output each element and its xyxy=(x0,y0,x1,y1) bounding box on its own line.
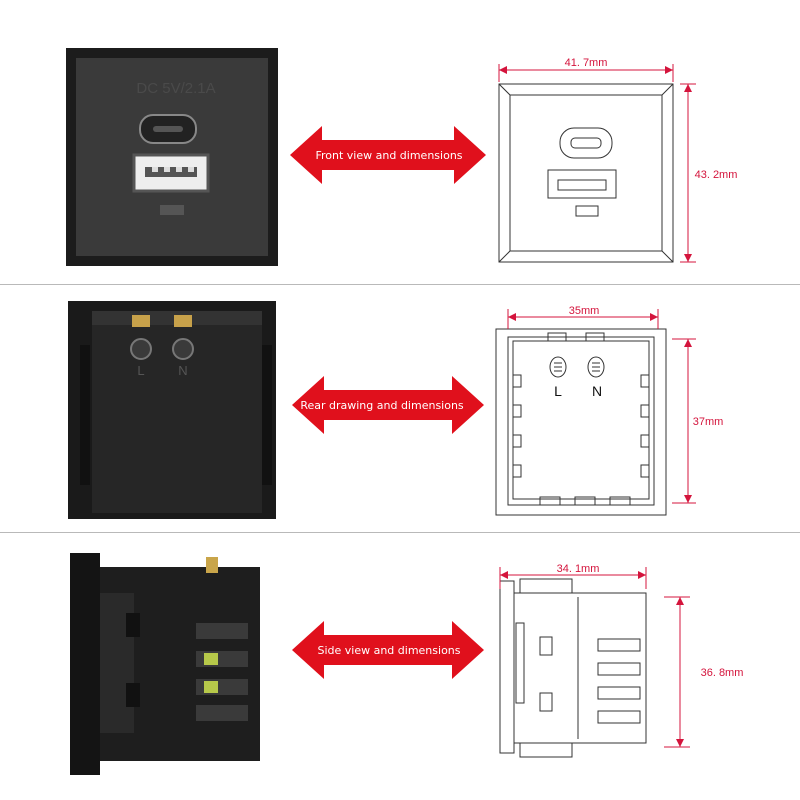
rear-drawing-terminal-n: N xyxy=(592,383,602,399)
section-divider xyxy=(0,284,800,285)
rear-photo-terminal-l: L xyxy=(137,363,144,378)
side-height-dimension: 36. 8mm xyxy=(664,596,744,748)
rear-view-arrow: Rear drawing and dimensions xyxy=(292,376,484,434)
rear-width-dimension: 35mm xyxy=(507,305,659,329)
front-view-drawing xyxy=(498,83,674,263)
side-height-label: 36. 8mm xyxy=(701,667,744,679)
side-view-photo xyxy=(70,553,260,775)
rear-view-photo: L N xyxy=(68,301,276,519)
side-view-label: Side view and dimensions xyxy=(317,644,460,657)
front-width-label: 41. 7mm xyxy=(565,57,608,69)
side-width-dimension: 34. 1mm xyxy=(499,563,647,589)
side-width-label: 34. 1mm xyxy=(557,563,600,575)
front-view-label: Front view and dimensions xyxy=(315,149,462,162)
rear-view-drawing xyxy=(495,328,667,516)
rear-photo-terminal-n: N xyxy=(178,363,187,378)
front-width-dimension: 41. 7mm xyxy=(498,57,674,82)
side-view-drawing xyxy=(499,578,647,758)
rear-height-label: 37mm xyxy=(693,416,724,428)
front-view-arrow: Front view and dimensions xyxy=(290,126,486,184)
side-view-arrow: Side view and dimensions xyxy=(292,621,484,679)
rear-width-label: 35mm xyxy=(569,305,600,317)
rear-drawing-terminal-l: L xyxy=(554,383,562,399)
front-height-dimension: 43. 2mm xyxy=(680,83,738,263)
side-view-section: Side view and dimensions 34. 1mm 36. 8mm xyxy=(0,533,800,800)
front-view-photo: DC 5V/2.1A xyxy=(66,48,278,266)
section-divider xyxy=(0,532,800,533)
led-indicator xyxy=(160,205,184,215)
front-view-section: DC 5V/2.1A Front view and dimensions xyxy=(0,0,800,280)
rear-view-label: Rear drawing and dimensions xyxy=(300,399,464,412)
rear-height-dimension: 37mm xyxy=(672,338,724,504)
device-marking: DC 5V/2.1A xyxy=(136,80,215,97)
front-height-label: 43. 2mm xyxy=(695,169,738,181)
rear-view-section: L N Rear drawing and dimensions L N 35mm xyxy=(0,285,800,530)
